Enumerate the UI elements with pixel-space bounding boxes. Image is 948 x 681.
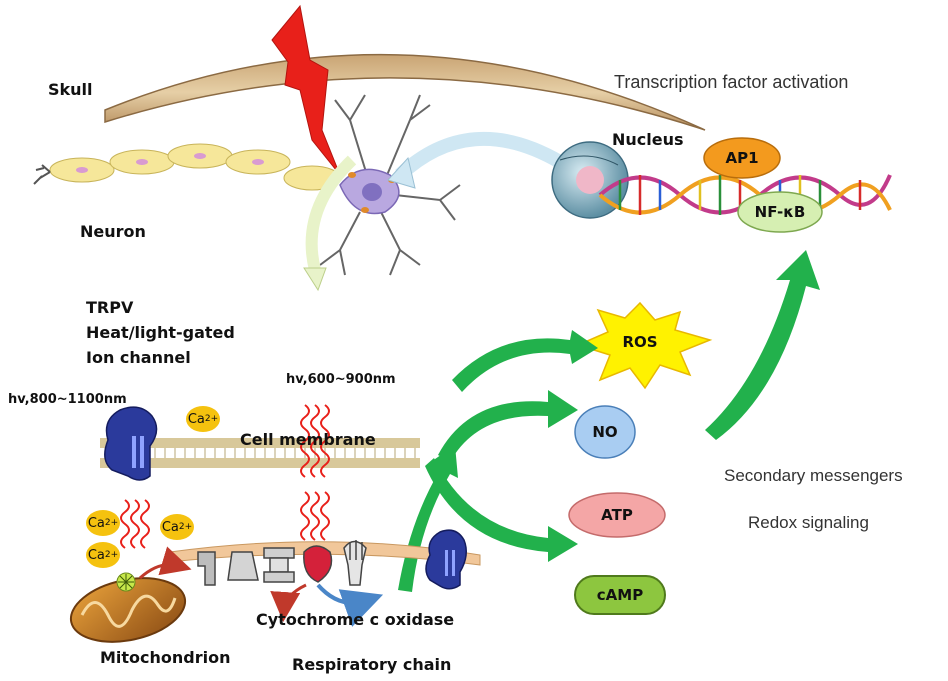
camp-node: [574, 575, 666, 615]
ap1-label: AP1: [725, 149, 759, 167]
skull-label: Skull: [48, 80, 93, 99]
trpv-channel-icon: [104, 406, 158, 481]
nfkb-node: [737, 191, 823, 233]
ros-starburst: [575, 301, 713, 390]
light-bolt-icon: [271, 4, 341, 176]
electron-flow-arrow: [316, 583, 384, 627]
neuron-body: [319, 94, 461, 276]
respiratory-complexes: [197, 540, 367, 586]
neuron-label: Neuron: [80, 222, 146, 241]
no-label: NO: [592, 423, 618, 441]
light-beam-right: [300, 404, 330, 541]
ion-channel-label: Ion channel: [86, 348, 191, 367]
secondary-messengers-label: Secondary messengers: [724, 466, 903, 485]
mitochondrion-icon: [69, 546, 192, 643]
cell-membrane-label: Cell membrane: [240, 430, 376, 449]
nfkb-label: NF-κB: [754, 203, 806, 221]
wavelength-left-label: hv,800~1100nm: [8, 392, 127, 407]
atp-label: ATP: [601, 506, 633, 524]
mito-channel-icon: [425, 529, 467, 590]
redox-signaling-label: Redox signaling: [748, 513, 869, 532]
wavelength-right-label: hv,600~900nm: [286, 372, 396, 387]
feedback-arrow-down: [305, 155, 357, 272]
camp-label: cAMP: [596, 586, 644, 604]
respiratory-chain-label: Respiratory chain: [292, 655, 452, 674]
ros-label: ROS: [622, 333, 658, 351]
transcription-label: Transcription factor activation: [614, 72, 849, 92]
neuron-axon: [33, 143, 341, 191]
feedback-arrow-to-neuron: [395, 131, 564, 181]
cytochrome-label: Cytochrome c oxidase: [256, 610, 455, 629]
heat-light-gated-label: Heat/light-gated: [86, 323, 235, 342]
nucleus-label: Nucleus: [612, 130, 684, 149]
trpv-label: TRPV: [86, 298, 134, 317]
no-node: [574, 405, 636, 459]
ap1-node: [703, 137, 781, 179]
proton-flow-arrow: [270, 583, 307, 622]
mitochondrion-label: Mitochondrion: [100, 648, 231, 667]
atp-node: [568, 492, 666, 538]
